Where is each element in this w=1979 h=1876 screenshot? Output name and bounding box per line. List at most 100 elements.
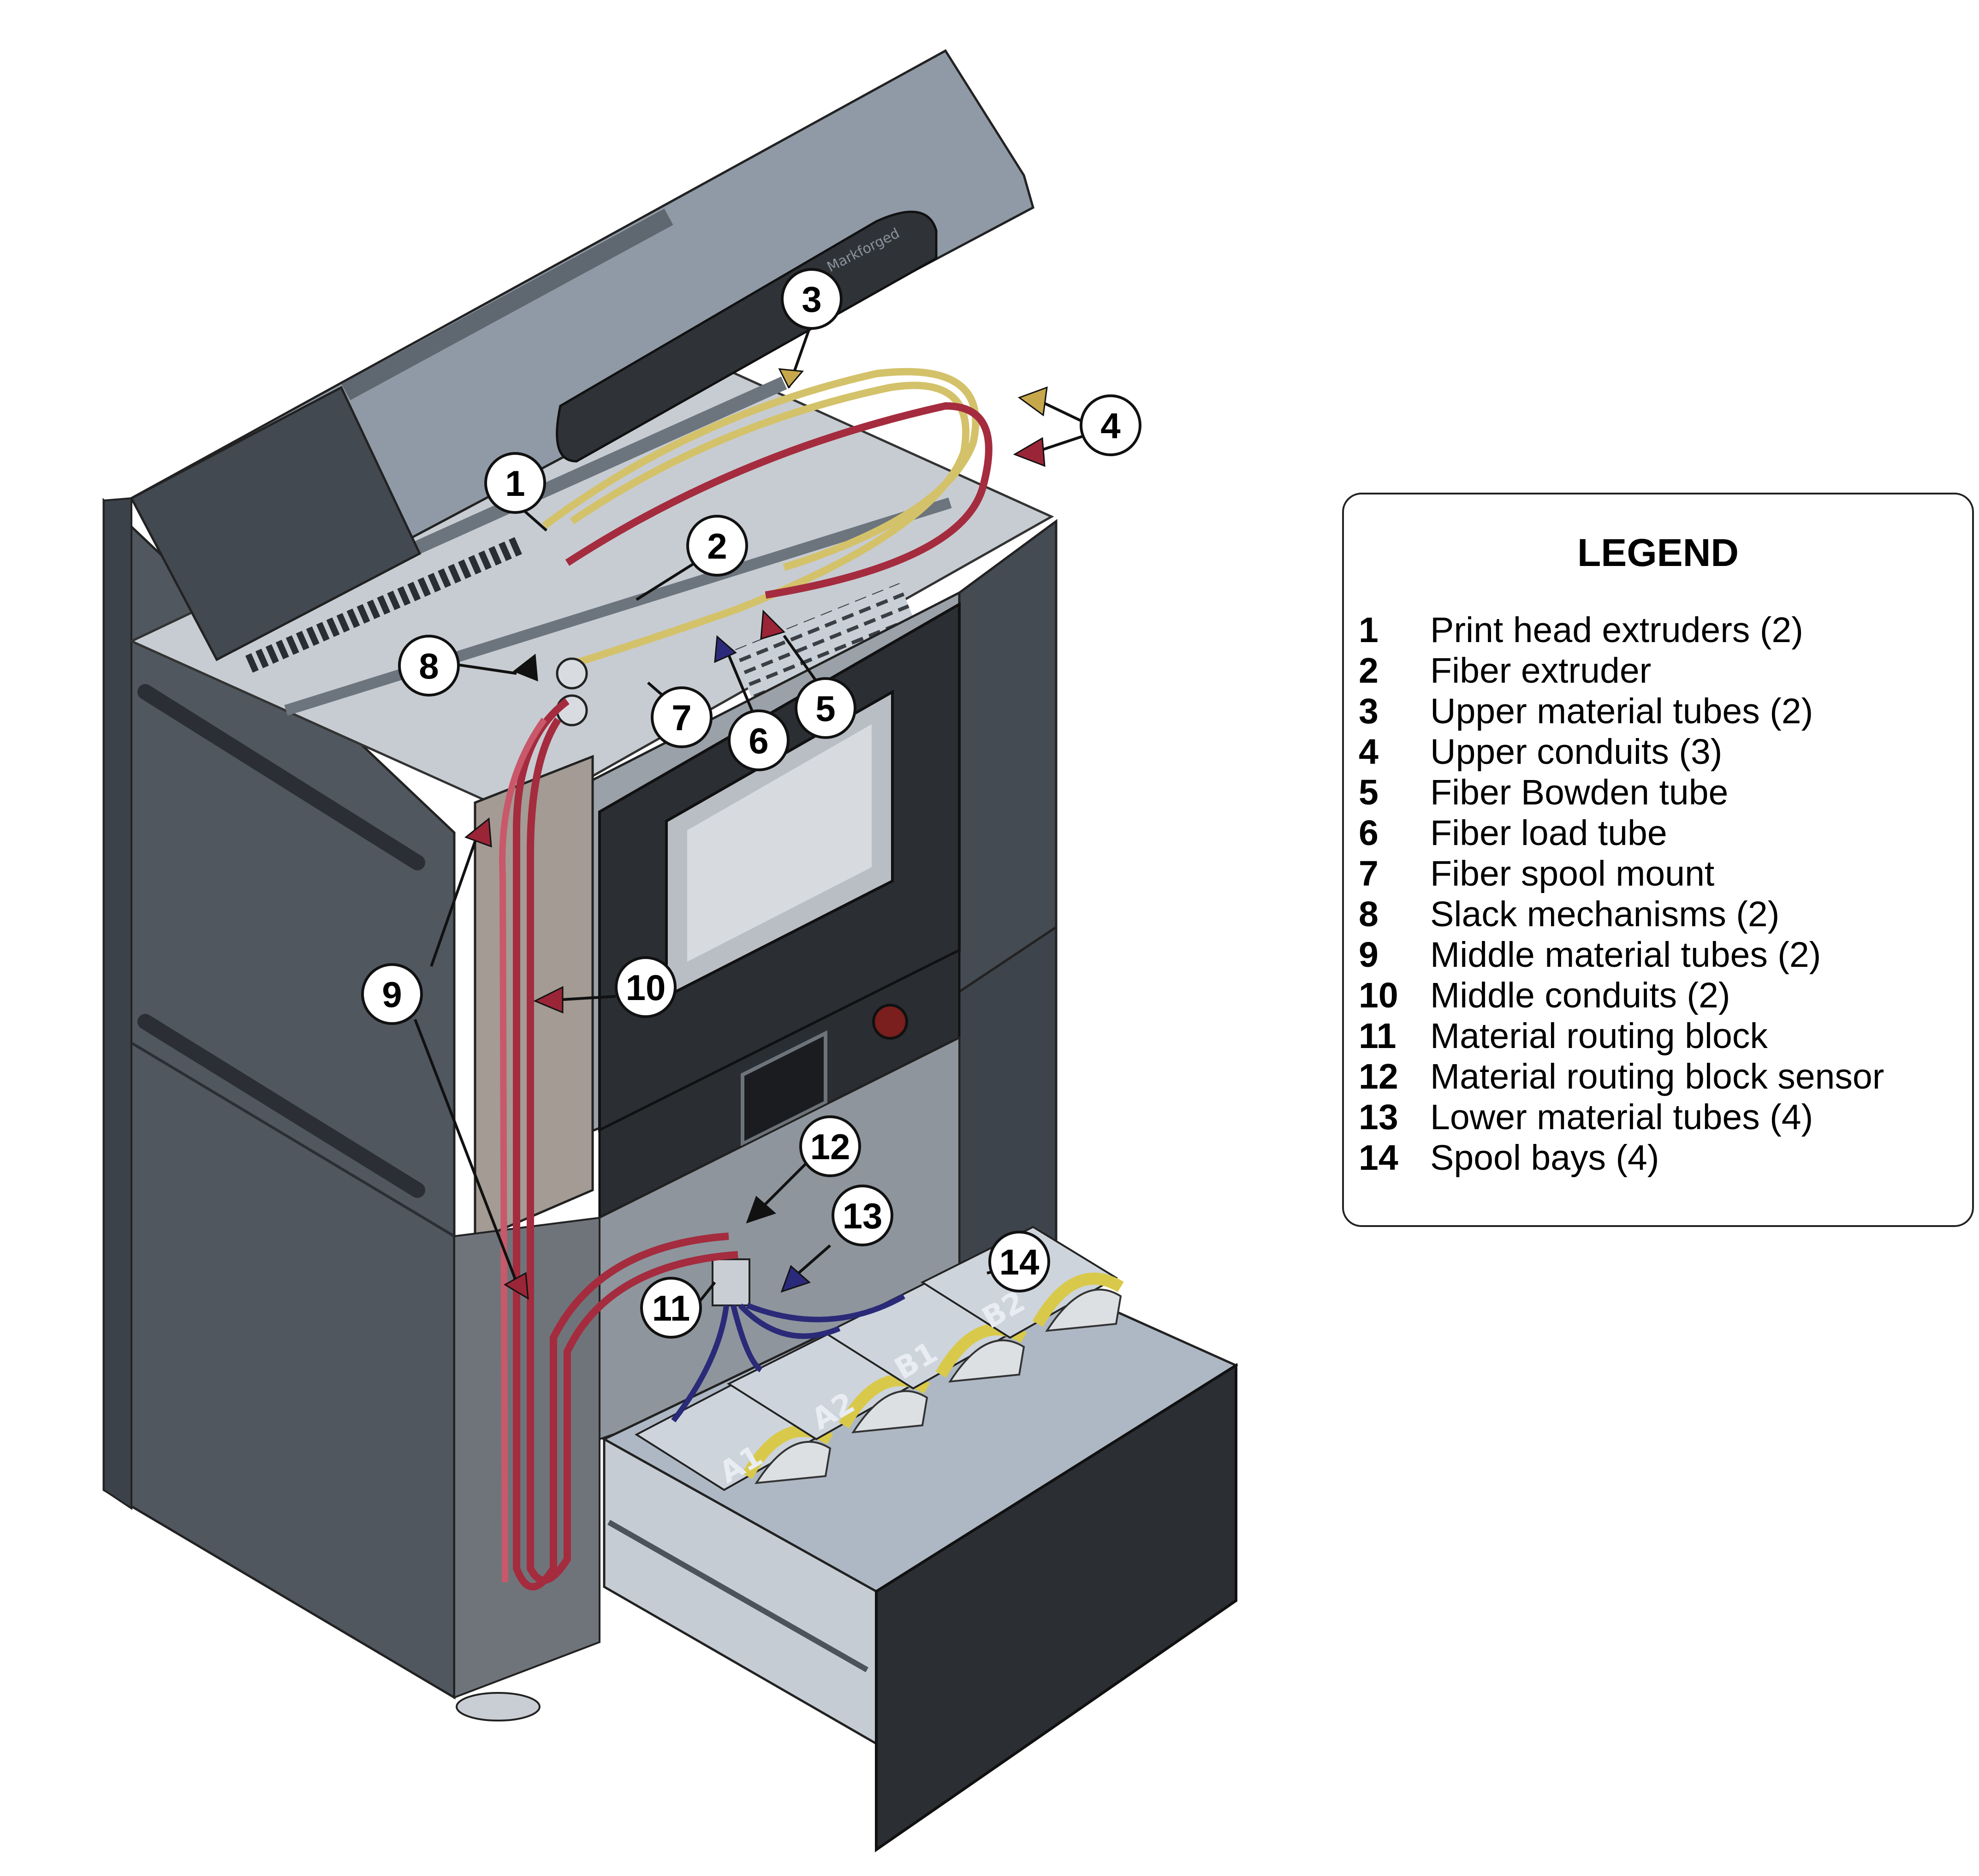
legend-item-number: 4 [1359,732,1379,772]
legend-item-label: Material routing block sensor [1430,1057,1884,1096]
arrow-6 [714,635,737,663]
right-cabinet-side [958,519,1058,994]
legend-item-number: 14 [1359,1138,1398,1178]
legend-item-label: Print head extruders (2) [1430,610,1803,650]
vent-grille [732,583,922,706]
arrow-4b [1013,437,1046,467]
svg-text:14: 14 [999,1242,1040,1282]
legend-item-number: 7 [1359,854,1379,893]
left-corner-post [103,497,132,1510]
callout-12: 12 [799,1115,861,1177]
callout-6: 6 [728,709,790,771]
svg-text:2: 2 [707,526,727,566]
svg-text:7: 7 [672,697,691,738]
svg-text:9: 9 [382,974,402,1015]
callout-8: 8 [398,635,460,697]
arrow-5 [760,609,785,640]
upper-conduit [565,402,992,599]
gantry-cable-chain [245,536,525,673]
drawer-front [875,1363,1237,1852]
lid-window [556,210,938,463]
touchscreen [741,1030,827,1147]
legend-list: 1 Print head extruders (2) 2 Fiber extrude… [1359,610,1884,1178]
callout-1: 1 [484,452,546,514]
drawer-rail [607,1519,868,1673]
lower-material-tube-1 [671,1305,729,1423]
callouts: 1 2 3 4 5 6 7 8 [361,268,1141,1339]
legend-item-label: Fiber Bowden tube [1430,773,1729,812]
legend-item-number: 11 [1359,1016,1397,1056]
printer-illustration: A1 A2 B1 B2 Markforged [102,49,1239,1852]
legend-item-number: 10 [1359,976,1398,1015]
callout-14: 14 [988,1231,1050,1292]
arrow-12 [746,1196,776,1224]
legend-item-number: 2 [1359,651,1379,691]
legend-item-number: 3 [1359,691,1379,731]
callout-9: 9 [361,963,423,1025]
callout-3: 3 [781,268,843,330]
lower-material-tube-2 [731,1304,763,1372]
leader-8 [454,663,517,675]
svg-text:4: 4 [1100,405,1120,446]
legend-item-label: Slack mechanisms (2) [1430,894,1780,934]
svg-text:10: 10 [626,967,666,1008]
legend-title: LEGEND [1577,531,1739,574]
legend-item: 8 Slack mechanisms (2) [1359,894,1884,935]
arrow-9b [504,1272,529,1300]
leader-9a [430,834,479,967]
legend-item-number: 6 [1359,813,1379,853]
material-routing-block [712,1258,750,1306]
arrow-4a [1017,386,1048,417]
legend-item-label: Fiber spool mount [1430,854,1715,893]
legend-item-number: 9 [1359,935,1379,975]
middle-conduit [499,717,547,1583]
legend-item-number: 8 [1359,894,1379,934]
arrow-3 [778,368,804,389]
legend-item: 12 Material routing block sensor [1359,1056,1884,1097]
arrowheads [464,368,1048,1300]
leveling-foot [456,1692,541,1721]
callout-4: 4 [1080,394,1141,456]
lower-material-tube-3 [738,1303,841,1339]
leader-9b [414,1018,518,1283]
legend-item-number: 1 [1359,610,1379,650]
leader-4a [1041,401,1085,423]
legend-item-label: Fiber extruder [1430,651,1652,691]
legend-item-label: Material routing block [1430,1016,1768,1056]
left-panel-slot-lower [137,1014,425,1198]
upper-material-tube-2 [570,381,969,668]
svg-text:12: 12 [810,1126,850,1167]
svg-text:3: 3 [802,279,821,320]
arrow-10 [533,986,564,1014]
leader-4b [1042,435,1084,451]
svg-text:11: 11 [652,1288,690,1328]
callout-13: 13 [832,1185,893,1246]
legend-item-label: Upper conduits (3) [1430,732,1723,772]
legend-item-number: 12 [1359,1057,1398,1096]
left-side-panel-seam [103,1025,455,1238]
slack-mechanism-1 [556,657,588,690]
lower-material-tube-4 [746,1293,905,1322]
svg-text:1: 1 [505,463,525,504]
leader-12 [760,1161,808,1210]
arrow-9a [464,817,492,848]
chamber-window-inner [687,724,872,962]
legend-item: 9 Middle material tubes (2) [1359,935,1884,975]
legend-item: 11 Material routing block [1359,1016,1884,1056]
legend-item-label: Spool bays (4) [1430,1138,1659,1178]
lid-underside [130,386,422,661]
legend-item: 1 Print head extruders (2) [1359,610,1884,650]
callout-5: 5 [795,677,856,739]
callout-11: 11 [640,1277,702,1339]
leader-13 [792,1244,831,1279]
upper-material-tube-1 [542,368,980,571]
legend-item-label: Middle material tubes (2) [1430,935,1821,975]
arrow-8 [513,654,538,682]
